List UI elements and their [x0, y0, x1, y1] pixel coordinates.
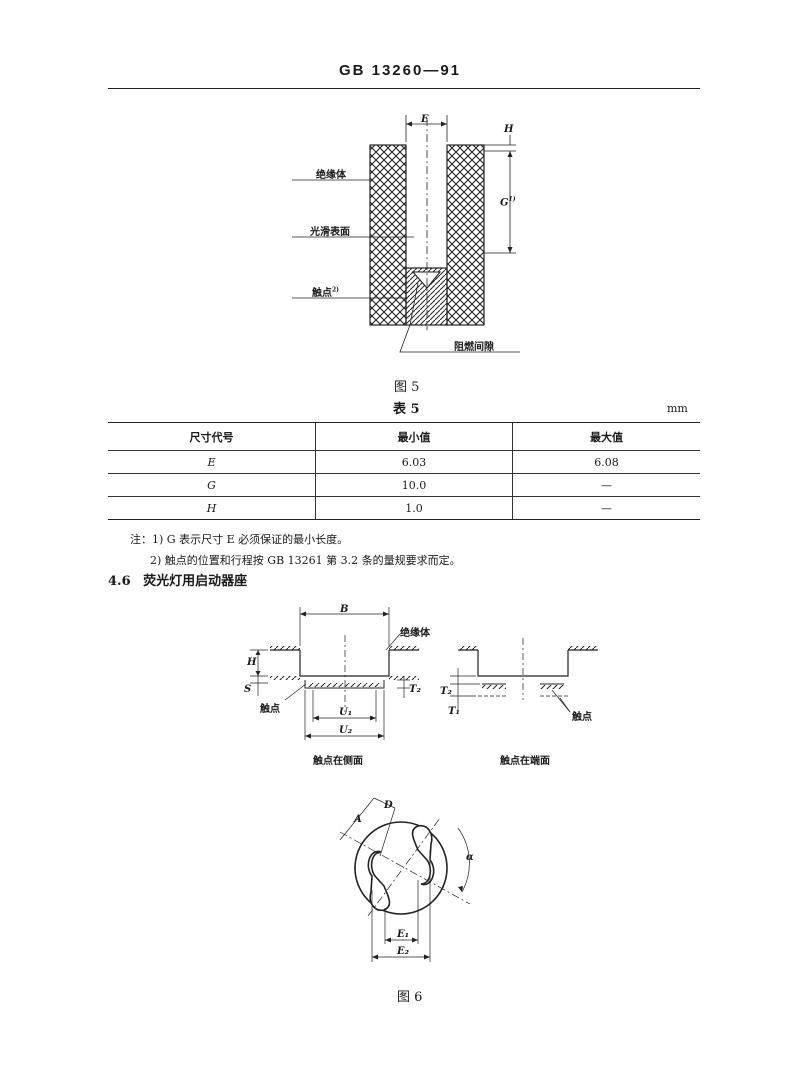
figure6-caption: 图 6	[397, 990, 423, 1005]
note-2: 2) 触点的位置和行程按 GB 13261 第 3.2 条的量规要求而定。	[150, 554, 461, 567]
table-cell: 6.03	[315, 450, 513, 474]
table-cell: G	[108, 473, 316, 497]
table-row: G 10.0 —	[108, 473, 700, 497]
table-header-min: 最小值	[315, 422, 513, 451]
fig6-dim-t1-right: T₁	[448, 706, 460, 717]
fig6-label-contact-left: 触点	[260, 704, 280, 715]
fig6-dim-e1: E₁	[397, 929, 410, 940]
standard-number: GB 13260—91	[338, 62, 462, 79]
table-cell: 10.0	[315, 473, 513, 497]
figure5-drawing	[292, 115, 520, 353]
fig6-dim-alpha: α	[466, 852, 474, 863]
fig5-label-contact: 触点2)	[312, 286, 340, 299]
fig6-dim-u2: U₂	[339, 725, 353, 736]
insulator-left	[369, 144, 407, 326]
fig5-dim-h: H	[504, 124, 514, 135]
table-row: H 1.0 —	[108, 496, 700, 520]
table-header-max: 最大值	[512, 422, 700, 451]
figure5-caption: 图 5	[394, 380, 420, 395]
fig6-dim-a: A	[354, 814, 362, 825]
table-header-code: 尺寸代号	[108, 422, 316, 451]
fig5-label-gap: 阻燃间隙	[454, 342, 494, 353]
fig5-label-insulator: 绝缘体	[316, 170, 346, 181]
fig6-sub-right: 触点在端面	[500, 756, 550, 767]
table-row: E 6.03 6.08	[108, 450, 700, 474]
table-header-row: 尺寸代号 最小值 最大值	[108, 422, 700, 451]
socket-end-contact	[450, 638, 598, 713]
table-cell: E	[108, 450, 316, 474]
header-rule	[108, 88, 700, 89]
fig6-sub-left: 触点在侧面	[313, 756, 363, 767]
fig5-label-smooth-surface: 光滑表面	[310, 227, 350, 238]
fig6-dim-b: B	[340, 604, 349, 615]
fig6-dim-t2: T₂	[409, 684, 421, 695]
table5-caption: 表 5	[393, 402, 420, 417]
table-cell: 6.08	[512, 450, 700, 474]
table5: 尺寸代号 最小值 最大值 E 6.03 6.08 G 10.0 — H 1.0 …	[108, 422, 700, 520]
table-cell: 1.0	[315, 496, 513, 520]
section-number: 4.6	[108, 574, 131, 589]
section-heading: 4.6 荧光灯用启动器座	[108, 570, 247, 589]
table-cell: H	[108, 496, 316, 520]
socket-side-contact	[250, 607, 419, 740]
fig6-dim-u1: U₁	[339, 707, 353, 718]
fig6-dim-t2-right: T₂	[440, 686, 452, 697]
table-cell: —	[512, 496, 700, 520]
fig6-label-insulator: 绝缘体	[400, 628, 430, 639]
section-title: 荧光灯用启动器座	[143, 574, 248, 589]
fig6-dim-d: D	[384, 800, 393, 811]
note-1: 注：1) G 表示尺寸 E 必须保证的最小长度。	[130, 533, 349, 546]
fig6-dim-h: H	[247, 657, 257, 668]
fig6-label-contact-right: 触点	[572, 712, 592, 723]
table-cell: —	[512, 473, 700, 497]
fig6-dim-s: S	[244, 684, 252, 695]
fig5-dim-e: E	[421, 114, 429, 125]
table5-unit: mm	[667, 402, 688, 415]
insulator-right	[446, 144, 485, 326]
contact-block	[405, 267, 448, 326]
fig5-dim-g: G1)	[500, 196, 516, 209]
fig6-dim-e2: E₂	[397, 946, 410, 957]
